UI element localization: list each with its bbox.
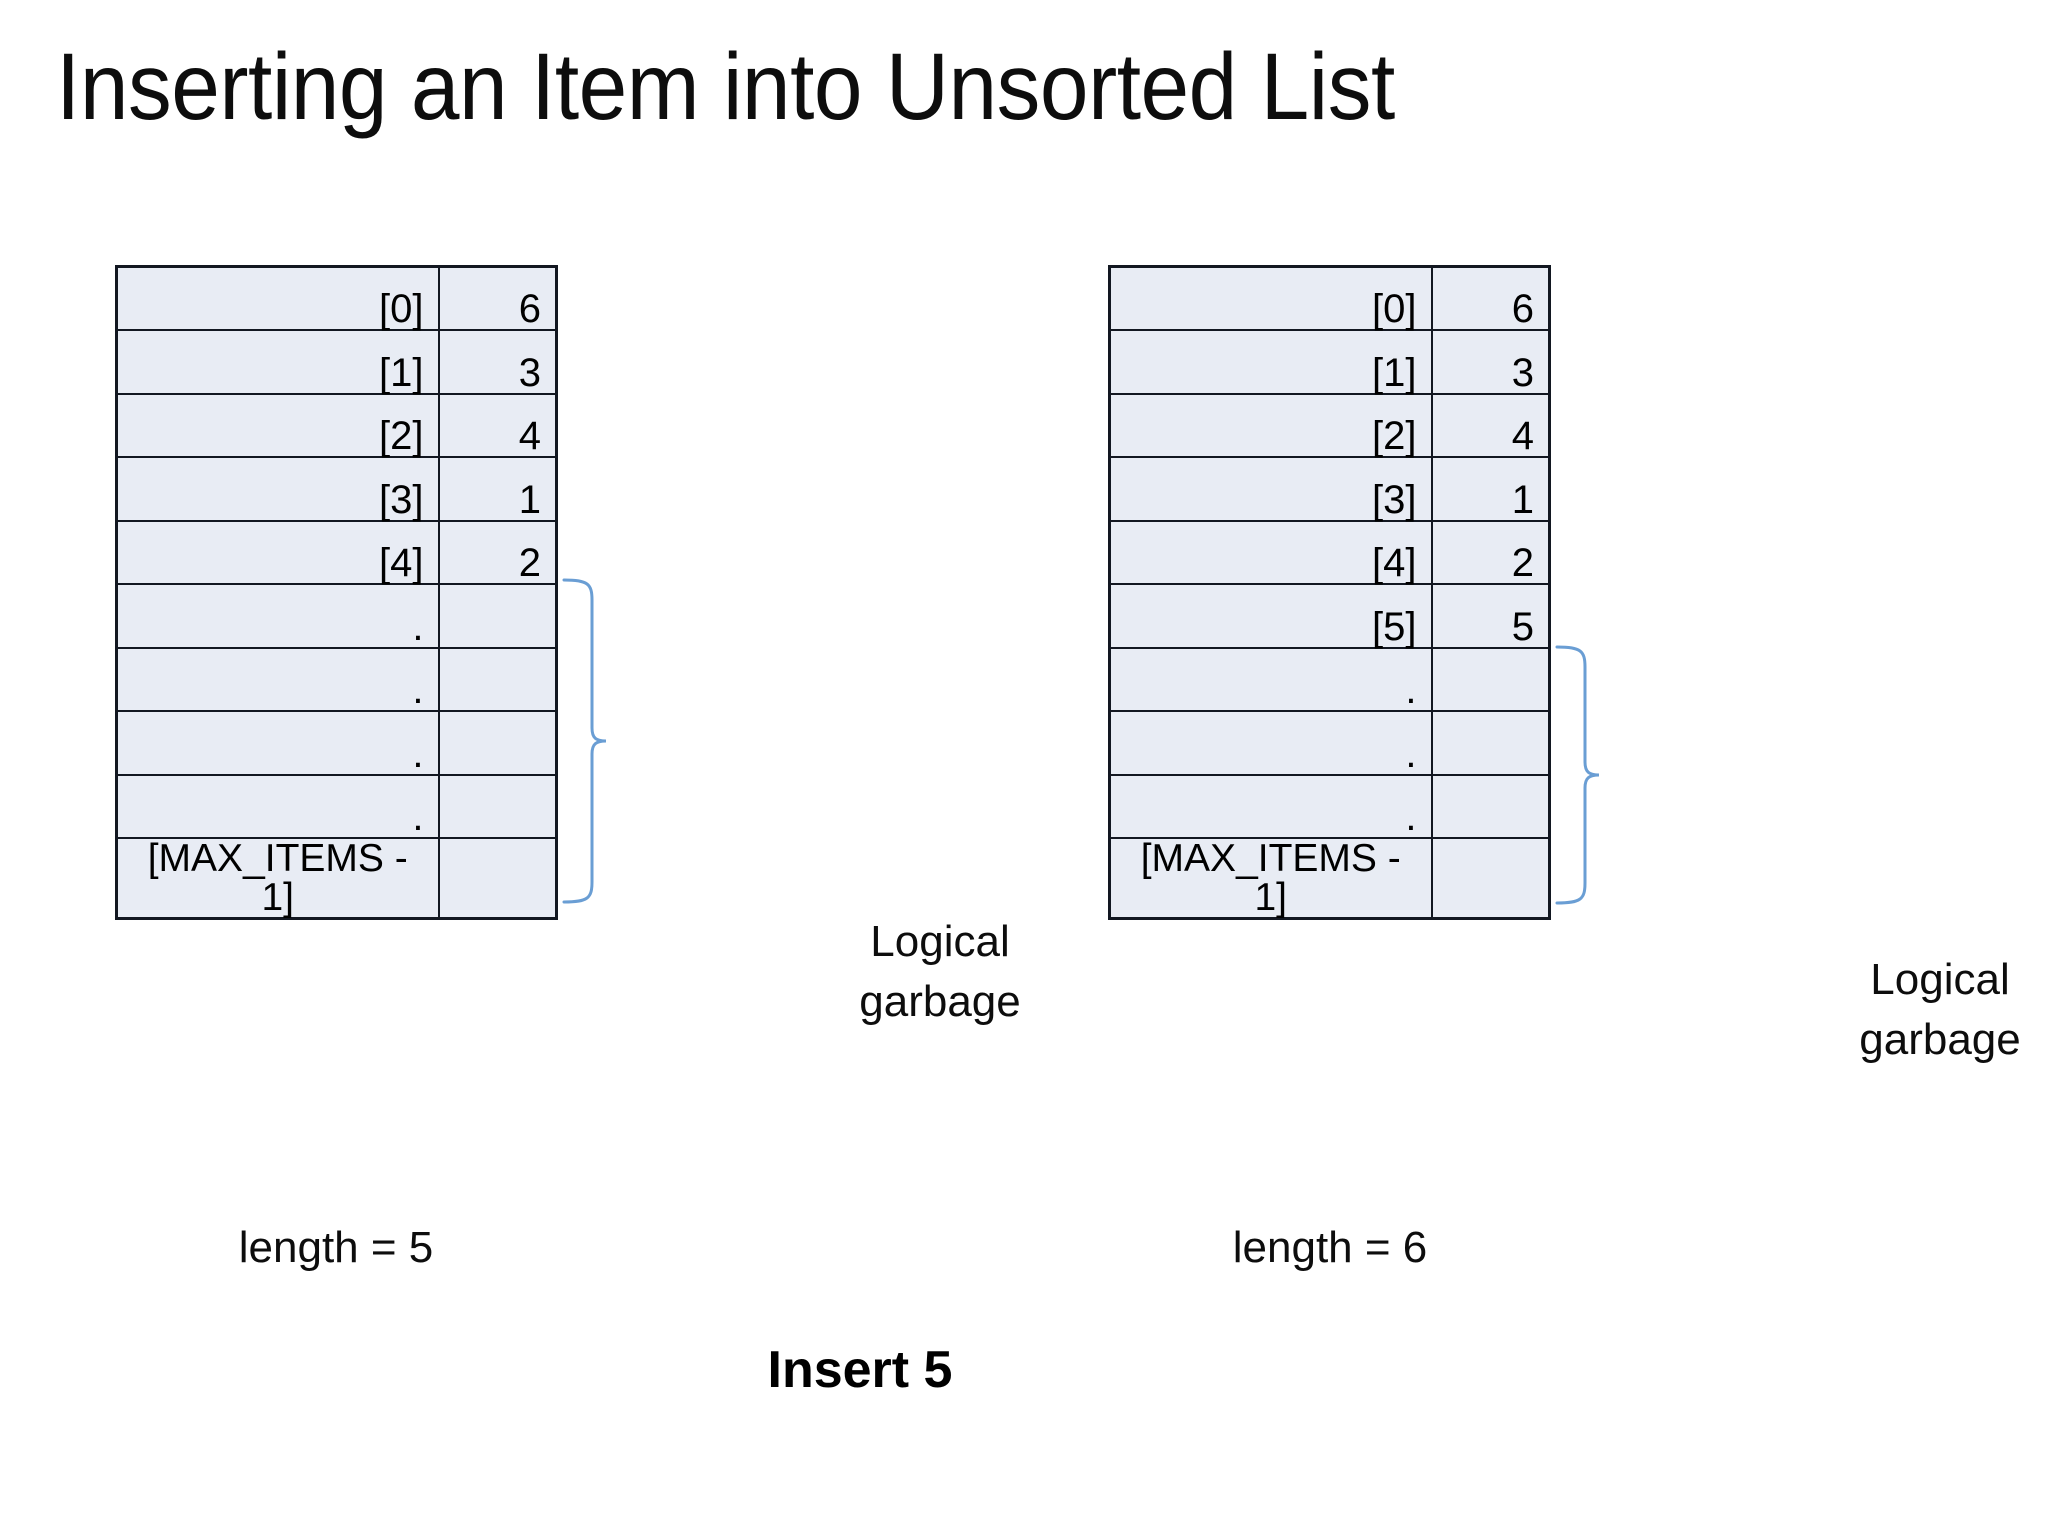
length-caption-after: length = 6 — [1232, 1223, 1428, 1272]
table-row: . — [1108, 710, 1551, 776]
cell-value: 4 — [1430, 392, 1551, 458]
cell-value — [1430, 837, 1551, 920]
cell-index: [3] — [1108, 456, 1433, 522]
page-title: Inserting an Item into Unsorted List — [56, 34, 1395, 140]
table-row: [3]1 — [1108, 456, 1551, 522]
array-table-before: [0]6[1]3[2]4[3]1[4]2....[MAX_ITEMS - 1] — [115, 265, 558, 920]
cell-index: [1] — [115, 329, 440, 395]
cell-value: 5 — [1430, 583, 1551, 649]
table-row: . — [115, 710, 558, 776]
cell-value — [1430, 710, 1551, 776]
cell-index-ellipsis: . — [1108, 773, 1433, 839]
cell-value — [437, 583, 558, 649]
table-row: [0]6 — [1108, 265, 1551, 331]
array-table-after: [0]6[1]3[2]4[3]1[4]2[5]5...[MAX_ITEMS - … — [1108, 265, 1551, 920]
cell-index-ellipsis: . — [115, 646, 440, 712]
table-row: [4]2 — [1108, 519, 1551, 585]
table-row: [3]1 — [115, 456, 558, 522]
cell-index: [4] — [115, 519, 440, 585]
table-row: . — [115, 583, 558, 649]
cell-index: [1] — [1108, 329, 1433, 395]
cell-value — [437, 646, 558, 712]
table-row: [MAX_ITEMS - 1] — [1108, 837, 1551, 920]
cell-value: 2 — [437, 519, 558, 585]
logical-garbage-label-after: Logical garbage — [1859, 955, 2021, 1064]
table-row: [0]6 — [115, 265, 558, 331]
logical-garbage-brace-after — [1555, 645, 1601, 905]
cell-index: [3] — [115, 456, 440, 522]
array-rows-after: [0]6[1]3[2]4[3]1[4]2[5]5...[MAX_ITEMS - … — [1108, 265, 1551, 920]
cell-index: [4] — [1108, 519, 1433, 585]
cell-value — [437, 773, 558, 839]
cell-index-ellipsis: . — [115, 583, 440, 649]
cell-value — [1430, 773, 1551, 839]
table-row: . — [1108, 646, 1551, 712]
cell-index-ellipsis: . — [115, 773, 440, 839]
cell-value: 3 — [1430, 329, 1551, 395]
cell-value: 6 — [437, 265, 558, 331]
table-row: [1]3 — [1108, 329, 1551, 395]
cell-value: 2 — [1430, 519, 1551, 585]
array-rows-before: [0]6[1]3[2]4[3]1[4]2....[MAX_ITEMS - 1] — [115, 265, 558, 920]
insert-caption: Insert 5 — [767, 1341, 953, 1399]
table-row: [2]4 — [1108, 392, 1551, 458]
cell-value — [1430, 646, 1551, 712]
table-row: [4]2 — [115, 519, 558, 585]
table-row: . — [115, 773, 558, 839]
table-row: [5]5 — [1108, 583, 1551, 649]
length-caption-before: length = 5 — [238, 1223, 434, 1272]
cell-index: [0] — [1108, 265, 1433, 331]
table-row: [1]3 — [115, 329, 558, 395]
logical-garbage-label-before: Logical garbage — [859, 917, 1021, 1026]
cell-index-ellipsis: . — [1108, 710, 1433, 776]
cell-value — [437, 710, 558, 776]
cell-index: [2] — [115, 392, 440, 458]
cell-value: 6 — [1430, 265, 1551, 331]
cell-value: 3 — [437, 329, 558, 395]
cell-index-ellipsis: . — [1108, 646, 1433, 712]
cell-value: 1 — [437, 456, 558, 522]
cell-index-ellipsis: . — [115, 710, 440, 776]
table-row: [2]4 — [115, 392, 558, 458]
table-row: . — [1108, 773, 1551, 839]
cell-index-maxitems: [MAX_ITEMS - 1] — [1108, 837, 1433, 920]
cell-value — [437, 837, 558, 920]
table-row: [MAX_ITEMS - 1] — [115, 837, 558, 920]
cell-index: [0] — [115, 265, 440, 331]
logical-garbage-brace-before — [562, 578, 608, 904]
cell-index-maxitems: [MAX_ITEMS - 1] — [115, 837, 440, 920]
table-row: . — [115, 646, 558, 712]
cell-value: 4 — [437, 392, 558, 458]
cell-value: 1 — [1430, 456, 1551, 522]
cell-index: [5] — [1108, 583, 1433, 649]
cell-index: [2] — [1108, 392, 1433, 458]
